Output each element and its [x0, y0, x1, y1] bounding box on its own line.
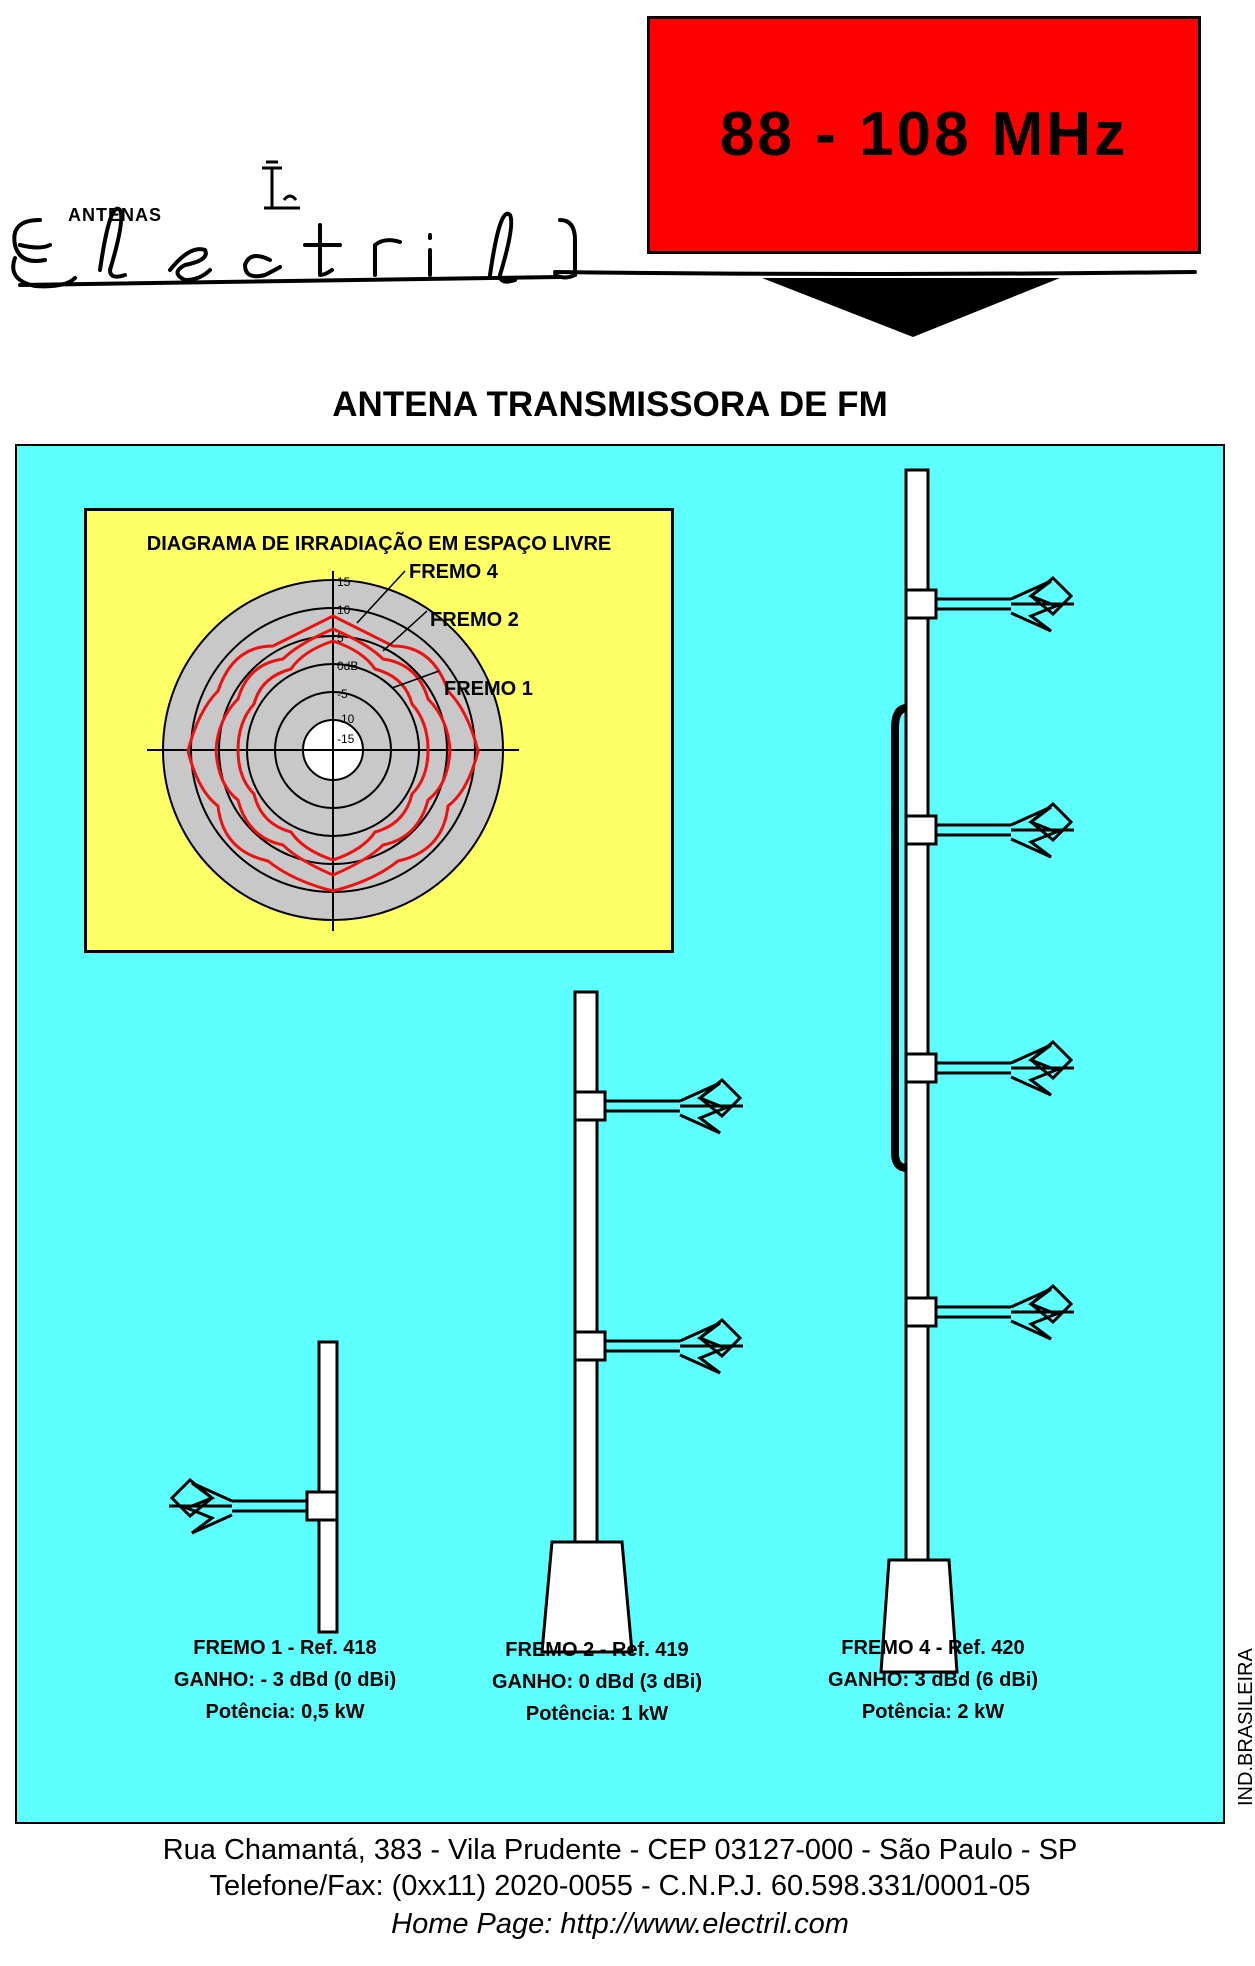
- curve-label-fremo-2: FREMO 2: [430, 609, 519, 631]
- down-arrow-icon: [762, 278, 1060, 337]
- antenna-name: FREMO 4 - Ref. 420: [841, 1637, 1025, 1659]
- curve-fremo-4: [236, 639, 430, 862]
- footer-address: Rua Chamantá, 383 - Vila Prudente - CEP …: [162, 1834, 1078, 1866]
- antenna-name: FREMO 2 - Ref. 419: [505, 1639, 689, 1661]
- electril-logo: [11, 160, 1197, 337]
- antenna-fremo-2: [540, 990, 745, 1654]
- antenna-power: Potência: 2 kW: [861, 1701, 1005, 1723]
- antenna-gain: GANHO: 0 dBd (3 dBi): [492, 1671, 702, 1693]
- scale-labels: 15 10 5 0dB -5 -10 -15: [337, 575, 358, 746]
- antenna-logo-icon: [262, 160, 300, 210]
- curve-leader-lines: [356, 570, 440, 689]
- polar-plot: 15 10 5 0dB -5 -10 -15: [147, 570, 519, 931]
- scale-label: -5: [337, 687, 348, 701]
- scale-label: 15: [337, 575, 351, 589]
- scale-label: -15: [337, 732, 355, 746]
- curve-fremo-1: [186, 614, 480, 893]
- antenna-gain: GANHO: - 3 dBd (0 dBi): [173, 1669, 397, 1691]
- antenna-drawings: [17, 468, 1076, 1674]
- origin-label: IND.BRASILEIRA: [1235, 1648, 1255, 1806]
- antenna-power: Potência: 0,5 kW: [205, 1701, 365, 1723]
- page-title: ANTENA TRANSMISSORA DE FM: [332, 385, 888, 424]
- antenna-power: Potência: 1 kW: [525, 1703, 669, 1725]
- antenna-fremo-1: [169, 1340, 339, 1634]
- curve-fremo-2: [214, 627, 452, 877]
- footer-phone: Telefone/Fax: (0xx11) 2020-0055 - C.N.P.…: [209, 1870, 1031, 1902]
- main-panel: DIAGRAMA DE IRRADIAÇÃO EM ESPAÇO LIVRE 1…: [15, 444, 1225, 1824]
- scale-label: 10: [337, 603, 351, 617]
- frequency-range: 88 - 108 MHz: [719, 100, 1129, 169]
- brand-small: ANTENAS: [68, 205, 163, 225]
- scale-label: -10: [337, 712, 355, 726]
- antenna-caption-fremo-4: FREMO 4 - Ref. 420 GANHO: 3 dBd (6 dBi) …: [783, 1632, 1083, 1728]
- footer-home-page[interactable]: Home Page: http://www.electril.com: [391, 1908, 849, 1940]
- antenna-caption-fremo-1: FREMO 1 - Ref. 418 GANHO: - 3 dBd (0 dBi…: [135, 1632, 435, 1728]
- electril-script-lettering: [11, 206, 1197, 289]
- scale-label: 0dB: [337, 659, 358, 673]
- antenna-caption-fremo-2: FREMO 2 - Ref. 419 GANHO: 0 dBd (3 dBi) …: [447, 1634, 747, 1730]
- frequency-banner: 88 - 108 MHz: [647, 16, 1201, 254]
- scale-label: 5: [337, 631, 344, 645]
- antenna-gain: GANHO: 3 dBd (6 dBi): [828, 1669, 1038, 1691]
- radiation-diagram: DIAGRAMA DE IRRADIAÇÃO EM ESPAÇO LIVRE 1…: [84, 508, 674, 953]
- antenna-name: FREMO 1 - Ref. 418: [193, 1637, 377, 1659]
- curve-label-fremo-4: FREMO 4: [409, 561, 498, 583]
- polar-grid: [147, 571, 519, 931]
- diagram-title: DIAGRAMA DE IRRADIAÇÃO EM ESPAÇO LIVRE: [146, 533, 612, 555]
- radiation-curves: [186, 614, 480, 893]
- curve-label-fremo-1: FREMO 1: [444, 678, 533, 700]
- antenna-fremo-4: [879, 468, 1076, 1674]
